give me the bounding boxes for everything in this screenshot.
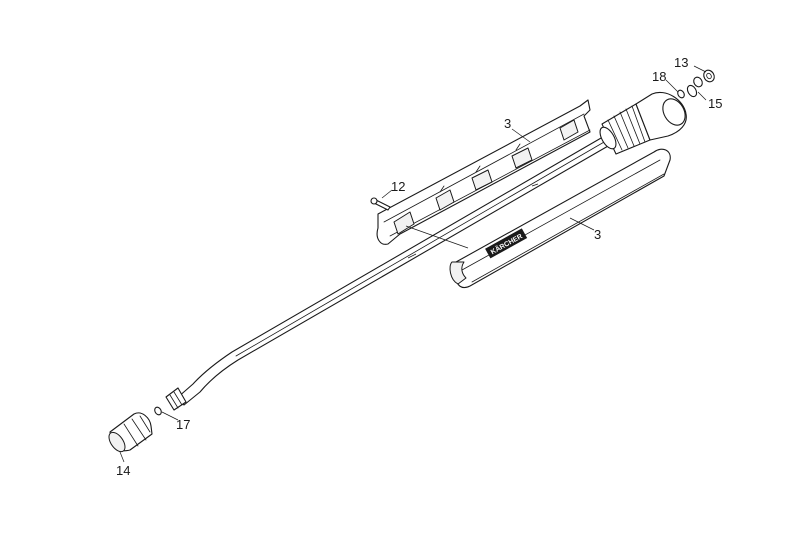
handle-half-shell-lower: KÄRCHER [449, 148, 671, 289]
callout-3-upper-shell: 3 [504, 116, 511, 131]
callout-18-o-ring: 18 [652, 69, 666, 84]
o-ring-small [677, 89, 685, 99]
nozzle-cap [108, 412, 153, 453]
o-ring-large [686, 84, 698, 98]
callout-14-nozzle-cap: 14 [116, 463, 130, 478]
lance-union-nut [599, 92, 687, 155]
threaded-end-fitting [165, 387, 187, 411]
callout-17-o-ring: 17 [176, 417, 190, 432]
leader-lines [119, 65, 707, 463]
callout-3-lower-shell: 3 [594, 227, 601, 242]
screw [370, 197, 391, 211]
callout-13-nut: 13 [674, 55, 688, 70]
washer [693, 76, 703, 88]
callout-15-o-ring: 15 [708, 96, 722, 111]
o-ring-nozzle [154, 406, 162, 416]
callout-12-screw: 12 [391, 179, 405, 194]
hex-nut-fitting [703, 69, 715, 83]
handle-half-shell-upper [376, 99, 591, 245]
lance-tube [176, 133, 616, 406]
